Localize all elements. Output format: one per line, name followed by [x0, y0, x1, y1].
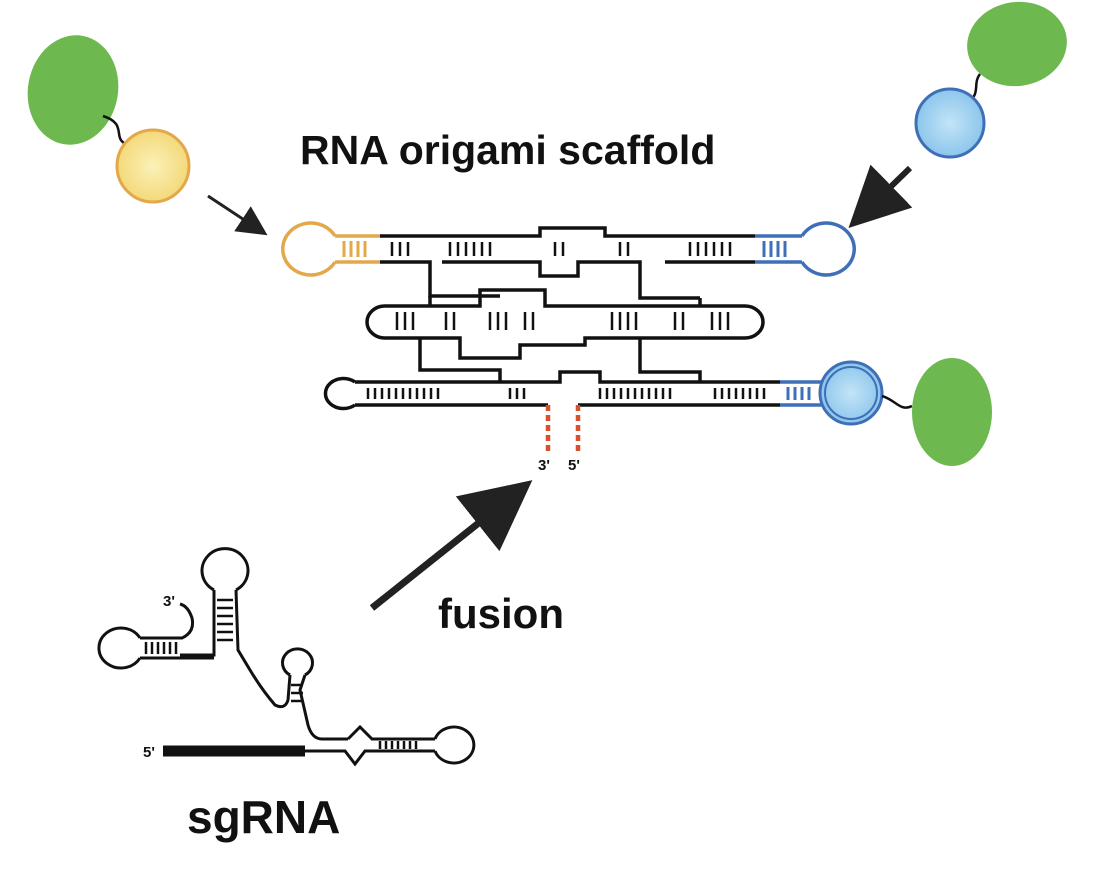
scaffold-bottom-left-loop [323, 376, 356, 411]
aptamer-blue-free [914, 87, 986, 159]
linker-bound [881, 394, 913, 409]
scaffold-yellow-loop [281, 221, 337, 277]
aptamer-yellow-free [115, 128, 191, 204]
protein-bound-group [818, 358, 992, 466]
scaffold-3prime-label: 3' [538, 457, 550, 474]
sgrna-3prime-label: 3' [163, 593, 175, 610]
protein-blob-bound [912, 358, 992, 466]
protein-blob-right [967, 1, 1067, 87]
scaffold-title: RNA origami scaffold [300, 127, 715, 173]
aptamer-blue-bound [818, 360, 884, 426]
protein-blob-left [27, 35, 119, 145]
rna-origami-scaffold [281, 221, 856, 411]
fusion-label: fusion [438, 590, 564, 637]
arrow-blue-to-scaffold [848, 164, 913, 228]
sgrna-5prime-label: 5' [143, 744, 155, 761]
arrow-yellow-to-scaffold [207, 194, 268, 236]
scaffold-5prime-label: 5' [568, 457, 580, 474]
fusion-arrow [369, 480, 533, 611]
protein-left-group [27, 35, 191, 204]
linker-left [102, 114, 127, 146]
protein-right-group [914, 1, 1067, 159]
scaffold-blue-loop-top [800, 221, 856, 277]
sgrna-label: sgRNA [187, 791, 340, 843]
scaffold-middle-left-loop [365, 304, 386, 340]
sgrna-structure [97, 547, 476, 767]
fusion-site [545, 405, 581, 452]
scaffold-middle-right-loop [744, 304, 765, 340]
